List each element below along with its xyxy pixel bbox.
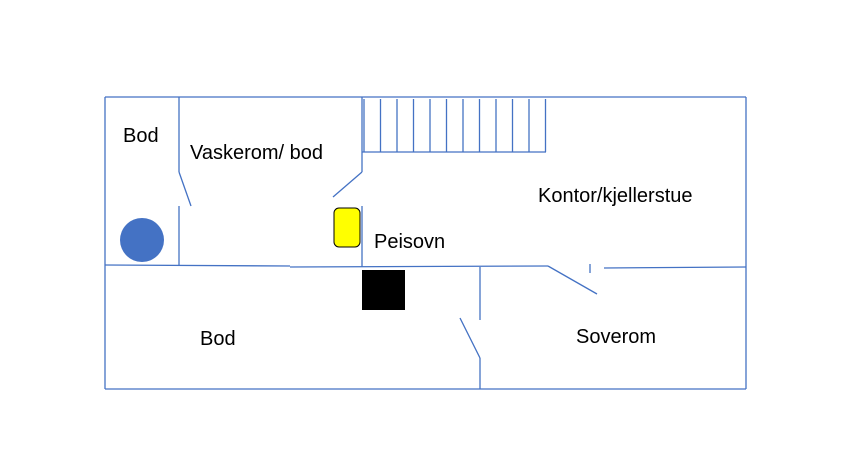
room-label-soverom: Soverom: [576, 326, 657, 348]
room-label-bod-bottom: Bod: [200, 328, 236, 350]
interior-walls: [104, 97, 747, 389]
tank-icon: [120, 218, 164, 262]
staircase: [362, 99, 547, 153]
door-soverom: [459, 317, 481, 359]
room-label-bod-top: Bod: [123, 125, 159, 147]
fireplace-icon: [362, 270, 405, 310]
room-label-vaskerom: Vaskerom/ bod: [190, 142, 324, 164]
room-label-peisovn: Peisovn: [374, 231, 446, 253]
outer-walls: [104, 96, 747, 390]
heater-icon: [333, 207, 361, 248]
middle-wall-segment-1: [104, 264, 291, 267]
room-label-kontor: Kontor/kjellerstue: [538, 185, 693, 207]
door-vaskerom: [332, 171, 363, 198]
door-kontor: [547, 265, 598, 295]
middle-wall-segment-3: [603, 266, 747, 269]
middle-wall-segment-2: [289, 265, 549, 268]
doors: [178, 171, 598, 359]
door-bod-top: [178, 171, 192, 207]
